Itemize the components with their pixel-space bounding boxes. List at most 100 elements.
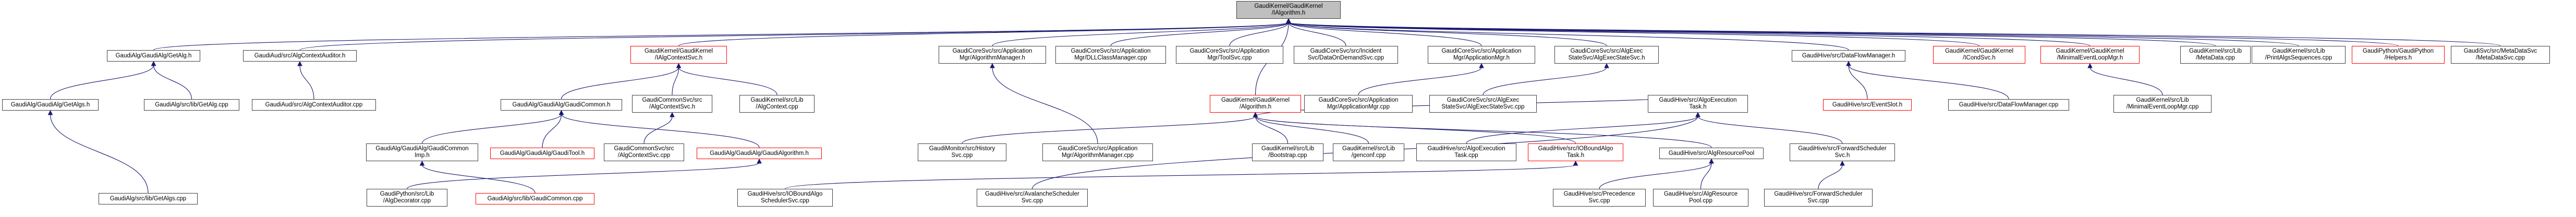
graph-node[interactable]: GaudiKernel/GaudiKernel /MinimalEventLoo… bbox=[2040, 46, 2140, 64]
graph-edge bbox=[561, 67, 679, 100]
graph-node[interactable]: GaudiKernel/src/Lib /PrintAlgsSequences.… bbox=[2252, 46, 2346, 64]
graph-edge bbox=[1288, 22, 2091, 46]
graph-edge bbox=[962, 116, 1256, 144]
graph-edge bbox=[153, 22, 1289, 51]
graph-node[interactable]: GaudiAlg/GaudiAlg/GetAlgs.h bbox=[2, 99, 99, 111]
graph-edge bbox=[992, 67, 1098, 144]
graph-edge bbox=[1358, 67, 1482, 95]
graph-edge-arrowhead bbox=[1709, 158, 1714, 164]
graph-node[interactable]: GaudiAlg/src/lib/GaudiCommon.cpp bbox=[476, 193, 594, 204]
graph-node[interactable]: GaudiCoreSvc/src/Application Mgr/Algorit… bbox=[1042, 143, 1153, 161]
graph-node[interactable]: GaudiCoreSvc/src/Application Mgr/Applica… bbox=[1428, 46, 1535, 64]
graph-edge bbox=[153, 65, 192, 100]
graph-edge bbox=[643, 116, 673, 144]
graph-edge-arrowhead bbox=[297, 61, 302, 66]
graph-edge bbox=[1700, 162, 1712, 189]
graph-node[interactable]: GaudiCoreSvc/src/Application Mgr/Applica… bbox=[1304, 95, 1413, 113]
graph-node[interactable]: GaudiHive/src/DataFlowManager.cpp bbox=[1948, 99, 2069, 111]
graph-node[interactable]: GaudiCoreSvc/src/Application Mgr/ToolSvc… bbox=[1176, 46, 1283, 64]
graph-node[interactable]: GaudiHive/src/Precedence Svc.cpp bbox=[1553, 189, 1646, 207]
graph-node[interactable]: GaudiCoreSvc/src/Application Mgr/Algorit… bbox=[939, 46, 1046, 64]
graph-node[interactable]: GaudiHive/src/AlgResourcePool bbox=[1659, 148, 1764, 159]
graph-edge-arrowhead bbox=[1840, 160, 1845, 166]
graph-node[interactable]: GaudiKernel/src/Lib /MetaData.cpp bbox=[2180, 46, 2251, 64]
graph-node[interactable]: GaudiHive/src/AlgResource Pool.cpp bbox=[1653, 189, 1748, 207]
graph-node[interactable]: GaudiAlg/GaudiAlg/GaudiTool.h bbox=[490, 148, 594, 159]
graph-edge bbox=[1288, 22, 1346, 46]
graph-edge-arrowhead bbox=[419, 160, 425, 166]
graph-node[interactable]: GaudiKernel/GaudiKernel /IAlgorithm.h bbox=[1236, 1, 1341, 19]
graph-node[interactable]: GaudiSvc/src/MetaDataSvc /MetaDataSvc.cp… bbox=[2451, 46, 2550, 64]
graph-edge-arrowhead bbox=[1253, 112, 1258, 117]
graph-edge bbox=[1288, 22, 2501, 46]
graph-node[interactable]: GaudiCoreSvc/src/AlgExec StateSvc/AlgExe… bbox=[1554, 46, 1659, 64]
graph-edge bbox=[421, 164, 536, 194]
graph-node[interactable]: GaudiAlg/GaudiAlg/GetAlg.h bbox=[107, 50, 200, 62]
graph-edge bbox=[561, 114, 760, 148]
graph-edge bbox=[1288, 22, 1607, 46]
graph-edge bbox=[1697, 116, 1843, 144]
graph-edge bbox=[672, 67, 679, 95]
graph-node[interactable]: GaudiHive/src/AlgoExecution Task.h bbox=[1648, 95, 1748, 113]
graph-edge bbox=[421, 114, 562, 144]
graph-edge-arrowhead bbox=[757, 158, 762, 164]
graph-node[interactable]: GaudiCoreSvc/src/Incident Svc/DataOnDema… bbox=[1294, 46, 1398, 64]
graph-edge-arrowhead bbox=[670, 112, 675, 117]
graph-edge bbox=[678, 22, 1289, 46]
graph-edge bbox=[50, 114, 149, 194]
graph-edge bbox=[1483, 67, 1607, 95]
graph-edge bbox=[784, 164, 1576, 189]
graph-edge-arrowhead bbox=[1604, 63, 1609, 68]
graph-node[interactable]: GaudiCommonSvc/src /AlgContextSvc.cpp bbox=[604, 143, 684, 161]
graph-node[interactable]: GaudiMonitor/src/History Svc.cpp bbox=[918, 143, 1006, 161]
graph-node[interactable]: GaudiKernel/src/Lib /AlgContext.cpp bbox=[739, 95, 815, 113]
graph-edge-arrowhead bbox=[1573, 160, 1578, 166]
graph-node[interactable]: GaudiAlg/GaudiAlg/GaudiCommon Imp.h bbox=[366, 143, 478, 161]
graph-node[interactable]: GaudiHive/src/ForwardScheduler Svc.cpp bbox=[1764, 189, 1873, 207]
graph-node[interactable]: GaudiHive/src/ForwardScheduler Svc.h bbox=[1790, 143, 1895, 161]
graph-node[interactable]: GaudiCoreSvc/src/Application Mgr/DLLClas… bbox=[1055, 46, 1166, 64]
graph-node[interactable]: GaudiAud/src/AlgContextAuditor.cpp bbox=[252, 99, 376, 111]
graph-node[interactable]: GaudiAud/src/AlgContextAuditor.h bbox=[243, 50, 357, 62]
graph-node[interactable]: GaudiKernel/src/Lib /genconf.cpp bbox=[1333, 143, 1404, 161]
graph-node[interactable]: GaudiHive/src/AvalancheScheduler Svc.cpp bbox=[977, 189, 1088, 207]
graph-edge-arrowhead bbox=[1479, 63, 1484, 68]
graph-edge-arrowhead bbox=[47, 110, 53, 115]
graph-edge-arrowhead bbox=[1846, 61, 1851, 66]
graph-edge bbox=[2089, 67, 2163, 95]
graph-node[interactable]: GaudiKernel/GaudiKernel /IAlgContextSvc.… bbox=[630, 46, 727, 64]
graph-edge bbox=[1110, 22, 1289, 46]
graph-edge bbox=[678, 67, 777, 95]
graph-node[interactable]: GaudiKernel/GaudiKernel /ICondSvc.h bbox=[1933, 46, 2025, 64]
graph-node[interactable]: GaudiHive/src/DataFlowManager.h bbox=[1792, 50, 1905, 62]
graph-node[interactable]: GaudiHive/src/EventSlot.h bbox=[1823, 99, 1912, 111]
graph-node[interactable]: GaudiPython/src/Lib /AlgDecorator.cpp bbox=[367, 189, 447, 207]
graph-node[interactable]: GaudiCoreSvc/src/AlgExec StateSvc/AlgExe… bbox=[1429, 95, 1537, 113]
graph-edge-arrowhead bbox=[676, 63, 682, 68]
graph-node[interactable]: GaudiKernel/src/Lib /Bootstrap.cpp bbox=[1252, 143, 1323, 161]
graph-node[interactable]: GaudiKernel/GaudiKernel /Algorithm.h bbox=[1210, 95, 1301, 113]
graph-edge bbox=[992, 22, 1289, 46]
graph-edge bbox=[1818, 164, 1843, 189]
graph-edge bbox=[1466, 116, 1698, 144]
graph-node[interactable]: GaudiHive/src/AlgoExecution Task.cpp bbox=[1416, 143, 1516, 161]
graph-edge bbox=[1848, 65, 1868, 100]
graph-node[interactable]: GaudiAlg/src/lib/GetAlg.cpp bbox=[144, 99, 239, 111]
graph-edge bbox=[1848, 65, 2009, 100]
graph-node[interactable]: GaudiHive/src/IOBoundAlgo Task.h bbox=[1528, 143, 1623, 161]
graph-node[interactable]: GaudiPython/GaudiPython /Helpers.h bbox=[2352, 46, 2445, 64]
graph-node[interactable]: GaudiAlg/src/lib/GetAlgs.cpp bbox=[99, 193, 198, 204]
graph-edge bbox=[1599, 162, 1712, 189]
graph-edge-arrowhead bbox=[558, 110, 564, 115]
graph-edge bbox=[1255, 116, 1369, 144]
graph-node[interactable]: GaudiAlg/GaudiAlg/GaudiAlgorithm.h bbox=[697, 148, 822, 159]
graph-node[interactable]: GaudiCommonSvc/src /AlgContextSvc.h bbox=[632, 95, 712, 113]
graph-node[interactable]: GaudiHive/src/IOBoundAlgo SchedulerSvc.c… bbox=[737, 189, 833, 207]
graph-edge-arrowhead bbox=[1286, 18, 1291, 23]
graph-edge bbox=[1255, 116, 1576, 144]
graph-edge bbox=[299, 65, 314, 100]
graph-node[interactable]: GaudiKernel/src/Lib /MinimalEventLoopMgr… bbox=[2113, 95, 2212, 113]
graph-node[interactable]: GaudiAlg/GaudiAlg/GaudiCommon.h bbox=[501, 99, 622, 111]
